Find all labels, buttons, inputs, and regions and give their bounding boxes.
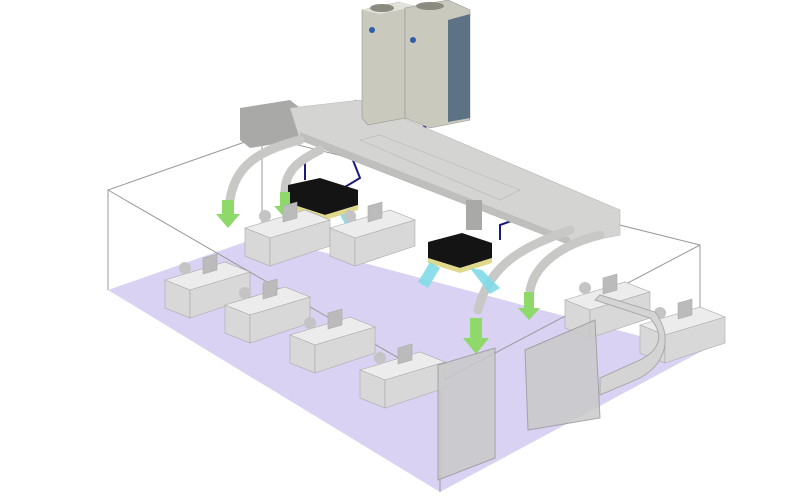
outdoor-unit (361, 0, 471, 129)
monitor (262, 278, 278, 300)
cassette-unit (428, 233, 492, 273)
office-chair (239, 287, 251, 299)
partition-panel (437, 347, 496, 481)
desk (359, 343, 446, 409)
office-chair (579, 282, 591, 294)
office-chair (179, 262, 191, 274)
office-chair (304, 317, 316, 329)
desk (224, 278, 311, 344)
monitor (282, 201, 298, 223)
monitor (327, 308, 343, 330)
reception-counter (594, 294, 666, 396)
monitor (677, 298, 693, 320)
monitor (602, 273, 618, 295)
office-chair (374, 352, 386, 364)
air-duct (225, 99, 621, 315)
monitor (367, 201, 383, 223)
partition-panel (524, 319, 601, 431)
office-chair (344, 210, 356, 222)
desk (244, 201, 331, 267)
monitor (202, 253, 218, 275)
monitor (397, 343, 413, 365)
office-chair (259, 210, 271, 222)
desk (329, 201, 416, 267)
desk (564, 273, 651, 339)
desk (289, 308, 376, 374)
desk (164, 253, 251, 319)
